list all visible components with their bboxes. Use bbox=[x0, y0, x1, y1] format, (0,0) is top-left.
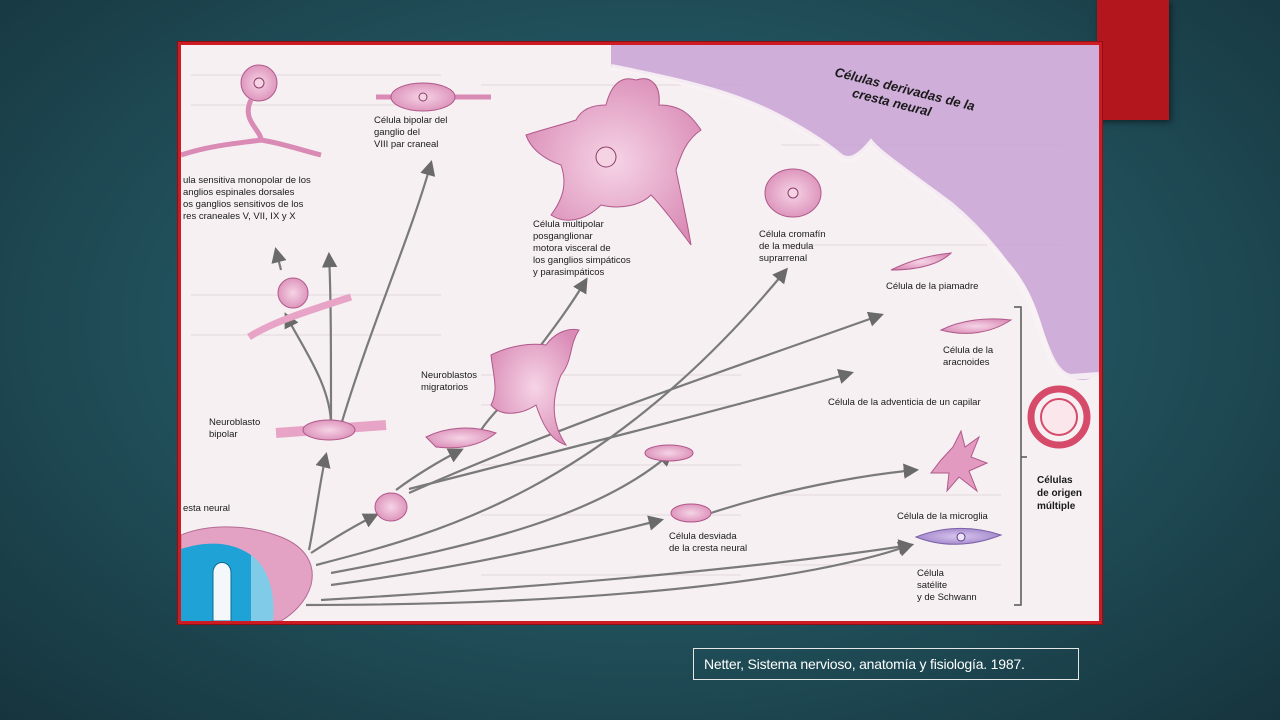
label-cromafin-1: Célula cromafín bbox=[759, 229, 826, 240]
cell-migratorio-mid bbox=[425, 427, 498, 449]
label-multipolar-5: y parasimpáticos bbox=[533, 267, 605, 278]
cell-monopolar bbox=[181, 64, 322, 158]
label-adventicia: Célula de la adventicia de un capilar bbox=[828, 397, 981, 408]
label-monopolar-1: ula sensitiva monopolar de los bbox=[183, 175, 311, 186]
citation-caption: Netter, Sistema nervioso, anatomía y fis… bbox=[693, 648, 1079, 680]
cell-piamadre bbox=[890, 252, 953, 271]
label-multipolar-3: motora visceral de bbox=[533, 243, 611, 254]
cell-multipolar bbox=[525, 78, 702, 246]
meninges-tissue bbox=[611, 45, 1099, 381]
label-monopolar-4: res craneales V, VII, IX y X bbox=[183, 211, 296, 222]
label-bipolar-viii-1: Célula bipolar del bbox=[374, 115, 447, 126]
label-multipolar-4: los ganglios simpáticos bbox=[533, 255, 631, 266]
label-bipolar-viii-3: VIII par craneal bbox=[374, 139, 438, 150]
label-satelite-1: Célula bbox=[917, 568, 945, 579]
label-monopolar-2: anglios espinales dorsales bbox=[183, 187, 295, 198]
label-multipolar-2: posganglionar bbox=[533, 231, 593, 242]
neural-crest-diagram: Células derivadas de la cresta neural bbox=[181, 45, 1099, 621]
label-monopolar-3: os ganglios sensitivos de los bbox=[183, 199, 304, 210]
cell-migratorio-small bbox=[374, 492, 408, 522]
cell-migratorio-large bbox=[490, 328, 580, 446]
cell-desviada bbox=[670, 503, 712, 523]
label-migratorios-2: migratorios bbox=[421, 382, 468, 393]
cell-intermediate bbox=[247, 277, 353, 340]
cell-adventicia bbox=[1027, 385, 1091, 449]
origin-bracket bbox=[1014, 306, 1027, 606]
label-cromafin-3: suprarrenal bbox=[759, 253, 807, 264]
label-satelite-2: satélite bbox=[917, 580, 947, 591]
label-origen-1: Células bbox=[1037, 475, 1073, 486]
accent-bar bbox=[1097, 0, 1169, 120]
label-satelite-3: y de Schwann bbox=[917, 592, 977, 603]
label-desviada-2: de la cresta neural bbox=[669, 543, 747, 554]
label-bipolar-viii-2: ganglio del bbox=[374, 127, 420, 138]
cell-aracnoides bbox=[939, 318, 1013, 334]
label-microglia: Célula de la microglia bbox=[897, 511, 989, 522]
cell-microglia bbox=[929, 429, 989, 493]
tissue-edge bbox=[610, 64, 1099, 381]
label-origen-2: de origen bbox=[1037, 488, 1082, 499]
diagram-frame: Células derivadas de la cresta neural bbox=[178, 42, 1102, 624]
cell-pre-desviada bbox=[644, 444, 694, 462]
label-multipolar-1: Célula multipolar bbox=[533, 219, 604, 230]
neural-tube bbox=[181, 526, 313, 621]
cell-bipolar-viii bbox=[376, 82, 491, 112]
label-aracnoides-1: Célula de la bbox=[943, 345, 994, 356]
cell-satelite bbox=[914, 528, 1003, 545]
cell-cromafin bbox=[764, 168, 822, 218]
label-piamadre: Célula de la piamadre bbox=[886, 281, 978, 292]
label-aracnoides-2: aracnoides bbox=[943, 357, 990, 368]
label-origen-3: múltiple bbox=[1037, 501, 1076, 512]
label-migratorios-1: Neuroblastos bbox=[421, 370, 477, 381]
label-cresta-neural: esta neural bbox=[183, 503, 230, 514]
cell-neuroblasto-bipolar bbox=[275, 419, 387, 441]
label-desviada-1: Célula desviada bbox=[669, 531, 737, 542]
label-cromafin-2: de la medula bbox=[759, 241, 814, 252]
label-neuroblasto-2: bipolar bbox=[209, 429, 238, 440]
label-neuroblasto-1: Neuroblasto bbox=[209, 417, 260, 428]
